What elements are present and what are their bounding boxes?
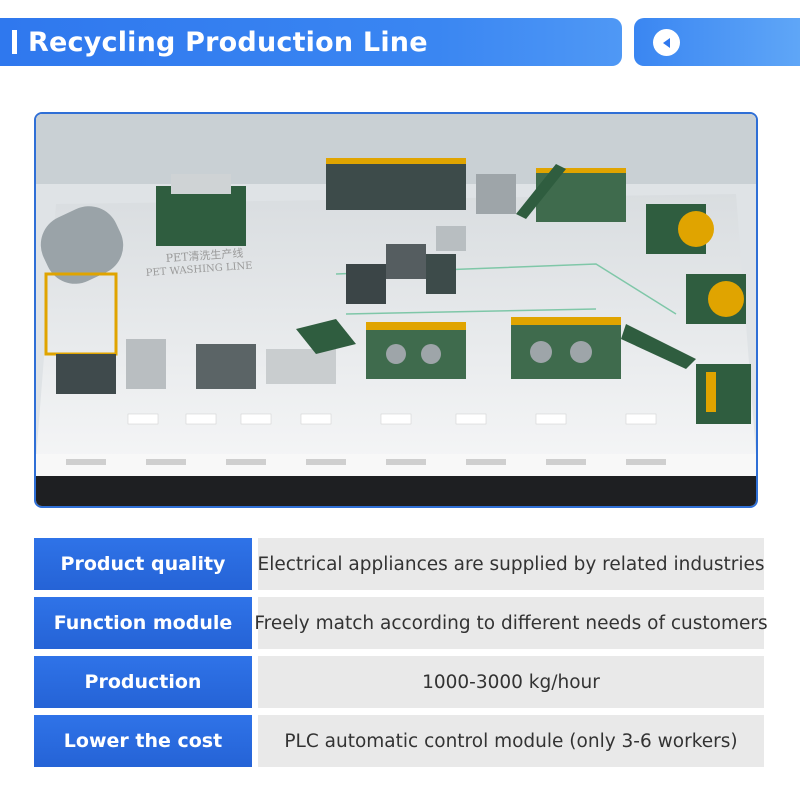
header-accent-bar bbox=[12, 30, 17, 54]
spec-row-production: Production 1000-3000 kg/hour bbox=[34, 656, 764, 708]
spec-value: PLC automatic control module (only 3-6 w… bbox=[258, 715, 764, 767]
spec-label: Function module bbox=[34, 597, 252, 649]
spec-label: Lower the cost bbox=[34, 715, 252, 767]
page-title: Recycling Production Line bbox=[28, 26, 428, 58]
page-header: Recycling Production Line bbox=[0, 18, 622, 66]
play-button[interactable] bbox=[653, 29, 680, 56]
play-left-icon bbox=[662, 37, 670, 48]
spec-value: 1000-3000 kg/hour bbox=[258, 656, 764, 708]
spec-row-function: Function module Freely match according t… bbox=[34, 597, 768, 649]
spec-row-quality: Product quality Electrical appliances ar… bbox=[34, 538, 764, 590]
production-line-photo: PET清洗生产线 PET WASHING LINE bbox=[34, 112, 758, 508]
spec-row-cost: Lower the cost PLC automatic control mod… bbox=[34, 715, 764, 767]
spec-label: Product quality bbox=[34, 538, 252, 590]
board-title-cn: PET清洗生产线 bbox=[165, 246, 244, 265]
header-control-panel bbox=[634, 18, 800, 66]
spec-value: Freely match according to different need… bbox=[254, 597, 768, 649]
spec-label: Production bbox=[34, 656, 252, 708]
spec-value: Electrical appliances are supplied by re… bbox=[258, 538, 764, 590]
